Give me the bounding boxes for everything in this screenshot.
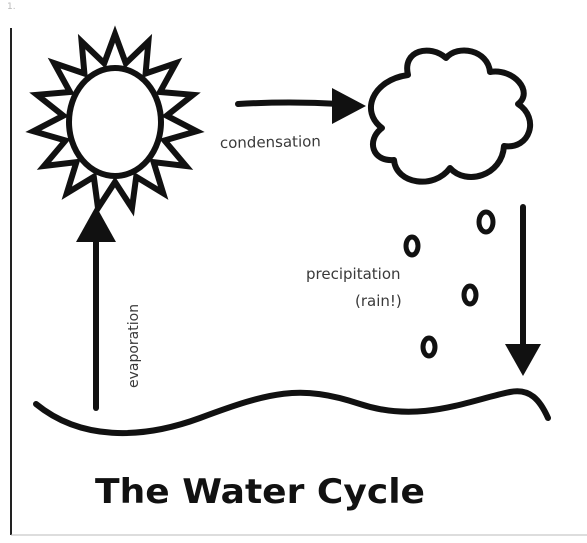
sun-icon: [25, 25, 205, 217]
evaporation-label: evaporation: [126, 304, 142, 388]
rain-drop: [420, 335, 438, 359]
rain-drops: [403, 209, 496, 359]
water-wave: [33, 388, 551, 437]
rain-drop: [461, 283, 479, 307]
evaporation-arrow: [76, 206, 116, 411]
precipitation-label: precipitation: [306, 265, 401, 283]
rain-label: (rain!): [355, 292, 402, 310]
condensation-arrow: [235, 88, 366, 124]
diagram-title: The Water Cycle: [95, 472, 425, 512]
cloud-icon: [368, 47, 534, 185]
rain-drop: [403, 234, 421, 258]
precipitation-arrow: [505, 204, 541, 376]
condensation-label: condensation: [220, 132, 321, 152]
corner-mark: 1.: [7, 2, 16, 12]
rain-drop: [476, 209, 496, 235]
